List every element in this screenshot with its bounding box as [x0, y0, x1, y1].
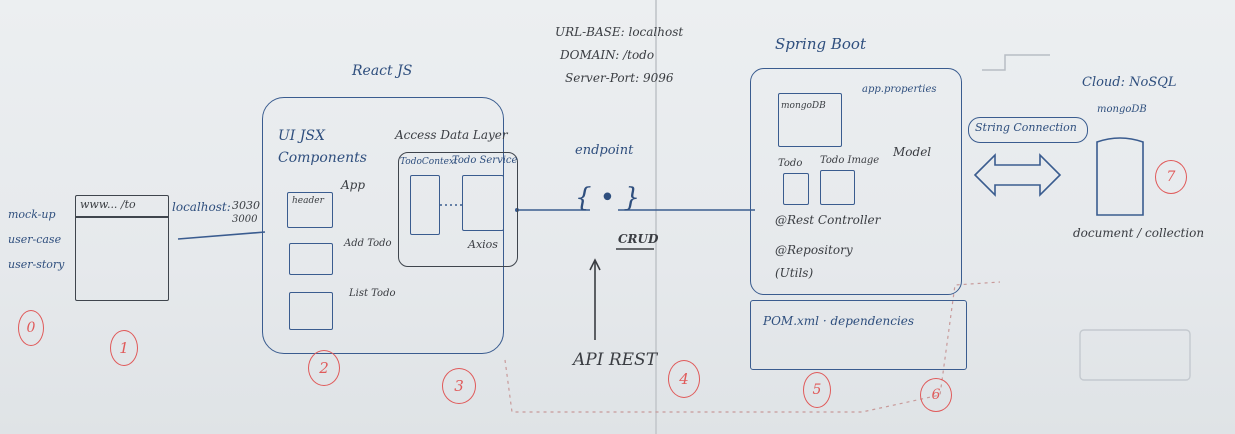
todo-context-box	[410, 175, 440, 235]
add-todo-label: Add Todo	[344, 238, 392, 249]
pom-box	[750, 300, 967, 370]
mongodb-config-label: mongoDB	[781, 101, 826, 111]
todo-model-box	[783, 173, 809, 205]
todo-model-label: Todo	[778, 158, 803, 169]
ui-jsx-title: UI JSX	[278, 128, 325, 144]
app-properties-label: app.properties	[862, 84, 937, 95]
string-connection-bubble	[968, 117, 1088, 143]
step-number-1: 1	[110, 330, 138, 366]
endpoint-braces: { • }	[575, 183, 640, 213]
connector-browser-react	[177, 231, 266, 240]
todo-service-box	[462, 175, 504, 231]
server-port-note: Server-Port: 9096	[565, 71, 674, 85]
step-number-0: 0	[18, 310, 44, 346]
todo-service-label: Todo Service	[452, 155, 518, 166]
api-rest-label: API REST	[573, 350, 658, 370]
todo-image-box	[820, 170, 855, 205]
localhost-label: localhost:	[172, 200, 231, 214]
react-title: React JS	[352, 63, 413, 79]
axios-label: Axios	[468, 238, 498, 251]
header-component-box	[287, 192, 333, 228]
data-layer-title: Access Data Layer	[395, 128, 508, 142]
faded-bracket	[982, 54, 1050, 71]
app-label: App	[341, 178, 366, 192]
mongodb-config-box	[778, 93, 842, 147]
spring-container	[750, 68, 962, 295]
pom-label: POM.xml · dependencies	[763, 314, 915, 328]
board-panel-seam	[655, 0, 657, 434]
model-label: Model	[893, 145, 932, 159]
browser-url: www... /to	[80, 198, 136, 211]
todo-context-label: TodoContext	[400, 157, 458, 167]
list-todo-box	[289, 292, 333, 330]
document-collection-label: document / collection	[1073, 226, 1205, 240]
add-todo-box	[289, 243, 333, 275]
step-number-4: 4	[668, 360, 700, 398]
step-number-2: 2	[308, 350, 340, 386]
port-3030: 3030	[232, 199, 260, 212]
crud-label: CRUD	[618, 232, 659, 246]
step-number-6: 6	[920, 378, 952, 412]
double-arrow-icon	[973, 153, 1062, 197]
browser-window	[75, 195, 169, 301]
domain-note: DOMAIN: /todo	[560, 48, 655, 62]
spring-title: Spring Boot	[775, 35, 866, 53]
endpoint-label: endpoint	[575, 143, 634, 158]
faded-dashed-path	[504, 281, 1001, 413]
todo-image-label: Todo Image	[820, 155, 880, 166]
cloud-mongodb-label: mongoDB	[1097, 104, 1147, 115]
cylinder-icon	[1096, 137, 1144, 216]
header-component-label: header	[292, 196, 324, 206]
url-base-note: URL-BASE: localhost	[555, 25, 684, 39]
step0-item-usercase: user-case	[8, 233, 62, 246]
string-connection-label: String Connection	[975, 121, 1077, 134]
port-3000: 3000	[232, 214, 258, 225]
rest-controller-label: @Rest Controller	[775, 213, 881, 227]
step-number-7: 7	[1155, 160, 1187, 194]
list-todo-label: List Todo	[349, 288, 396, 299]
utils-label: (Utils)	[775, 266, 814, 280]
step-number-3: 3	[442, 368, 476, 404]
faded-monitor-sketch	[1079, 329, 1191, 381]
cloud-title: Cloud: NoSQL	[1082, 75, 1177, 90]
ui-components-title: Components	[278, 150, 367, 166]
api-pointer-arrowhead	[589, 258, 601, 271]
step-number-5: 5	[803, 372, 831, 408]
repository-label: @Repository	[775, 243, 853, 257]
data-layer-box	[398, 152, 518, 267]
step0-item-mockup: mock-up	[8, 208, 56, 221]
step0-item-userstory: user-story	[8, 258, 65, 271]
